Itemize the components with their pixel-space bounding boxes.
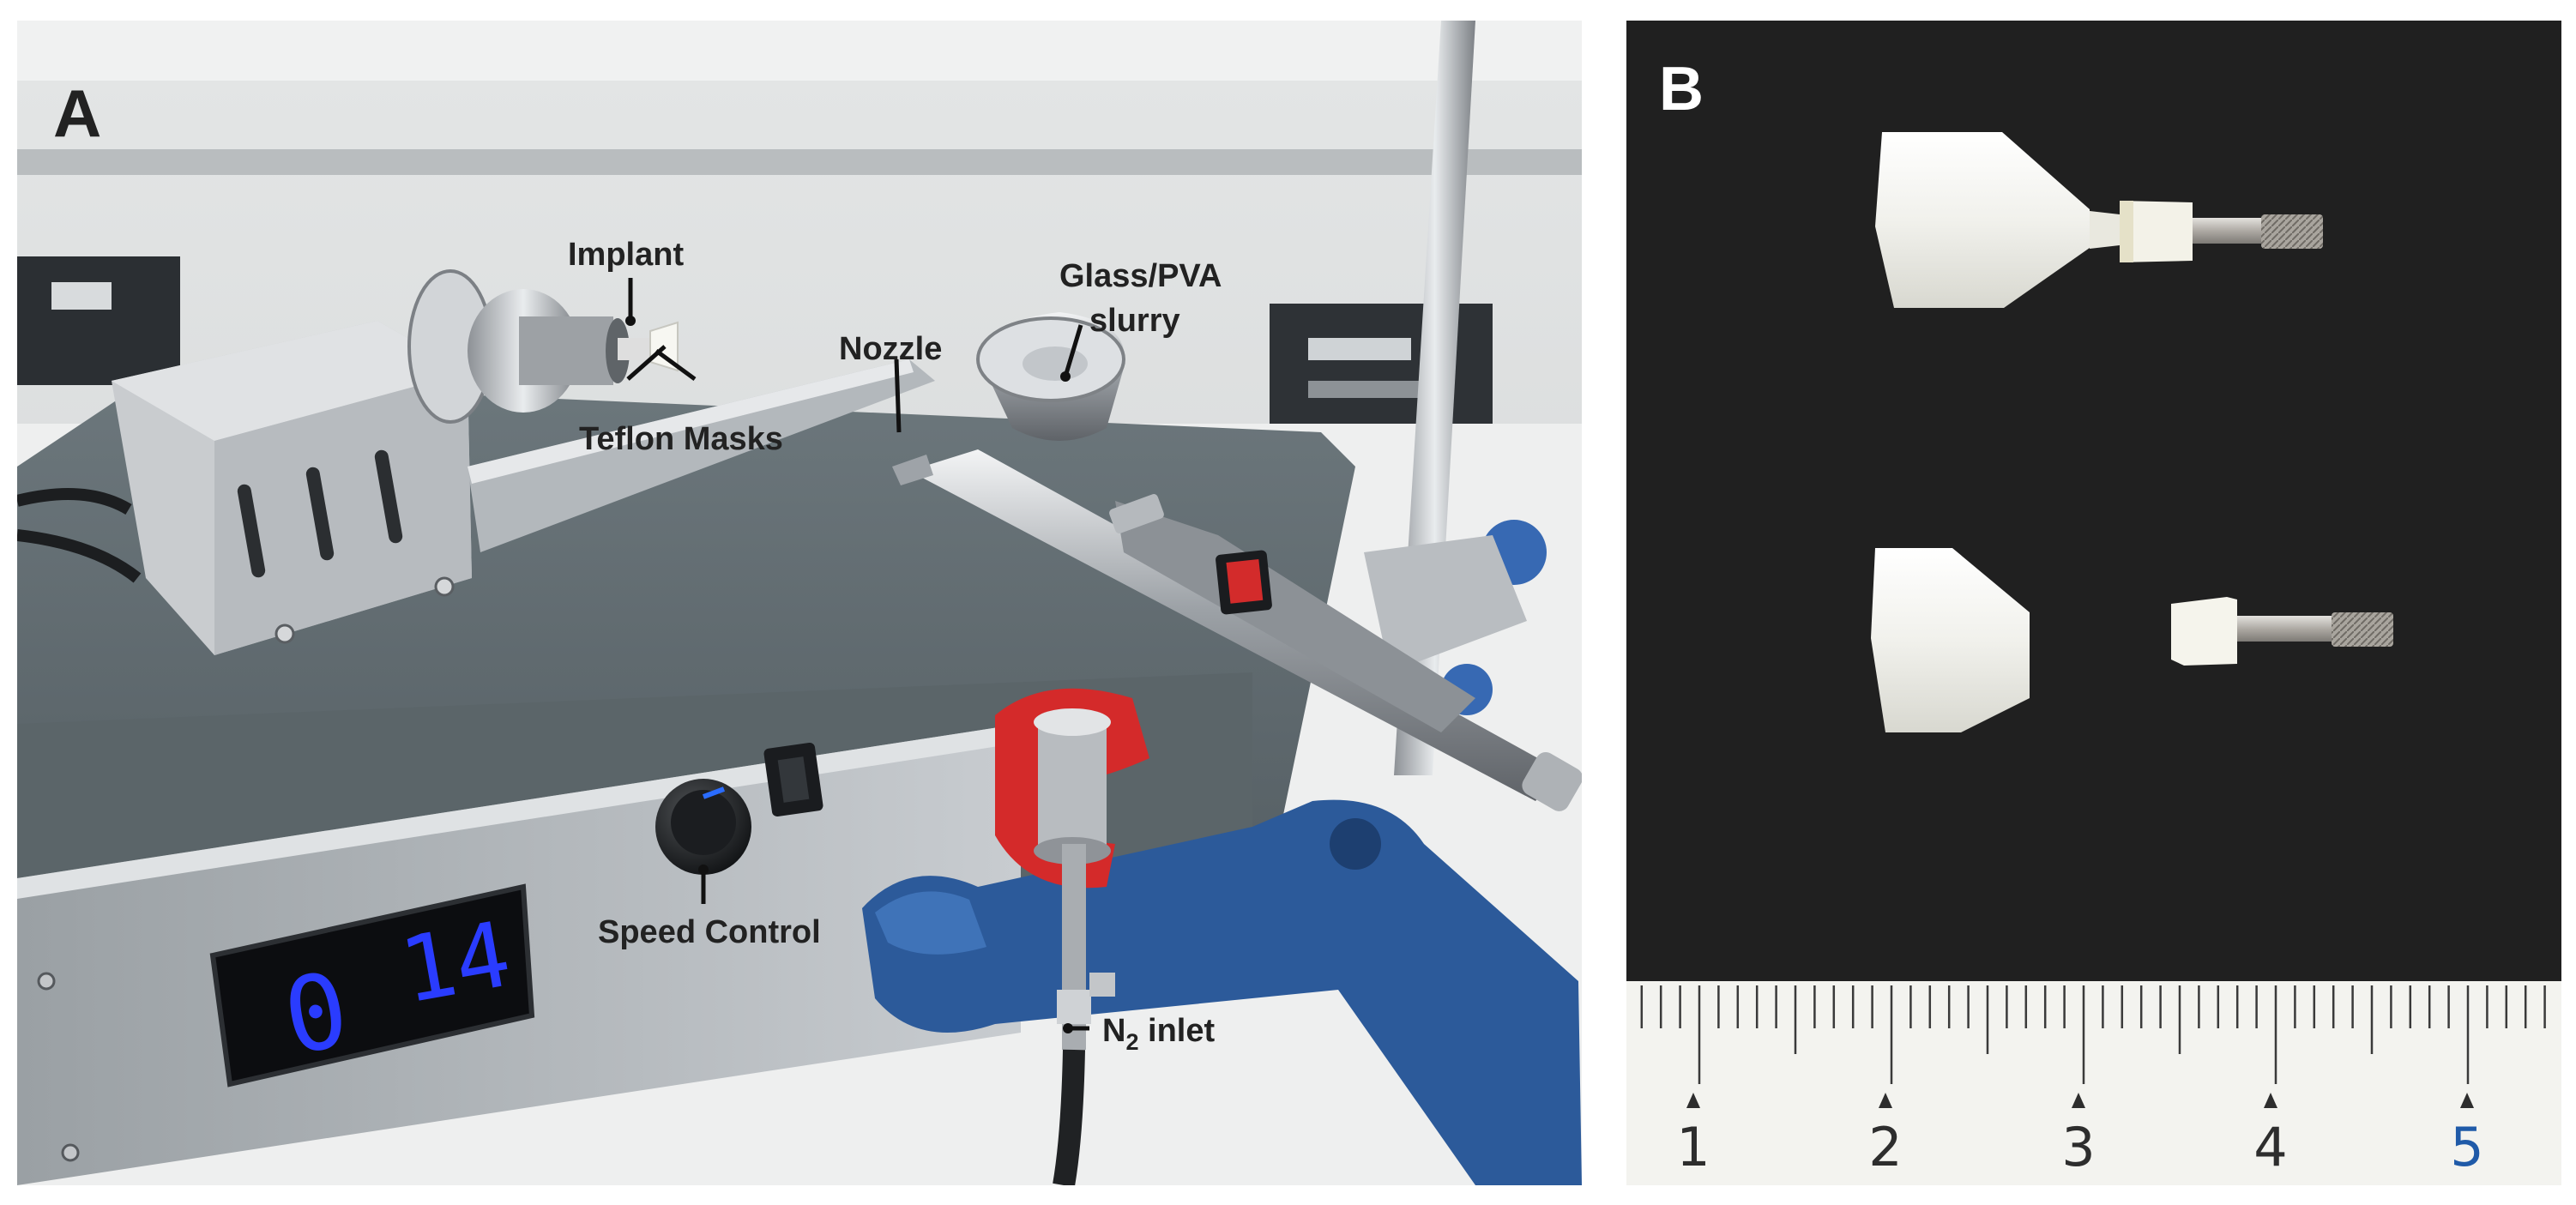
ruler-number: 3 <box>2061 1116 2095 1178</box>
lower-small-mask <box>2171 597 2237 666</box>
panel-b: 1 2 3 4 5 B <box>1626 21 2561 1185</box>
n2-subscript: 2 <box>1125 1029 1138 1055</box>
upper-large-mask <box>1875 132 2090 308</box>
annotation-implant: Implant <box>568 237 684 273</box>
annotation-slurry-line2: slurry <box>1089 303 1180 339</box>
n2-rest: inlet <box>1138 1013 1215 1049</box>
panel-b-label: B <box>1659 55 1704 124</box>
panel-a: 0 14 <box>17 21 1582 1185</box>
annotation-speed-control: Speed Control <box>598 914 821 950</box>
lower-implant-rod <box>2237 616 2332 642</box>
n2-main: N <box>1102 1013 1125 1049</box>
lower-large-mask <box>1871 548 2030 732</box>
ruler-marks <box>1686 1093 2474 1108</box>
ruler-number: 4 <box>2253 1116 2287 1178</box>
ruler-cm-mark <box>2072 1093 2085 1108</box>
annotation-n2-inlet: N2 inlet <box>1102 1013 1216 1055</box>
ruler-cm-mark <box>1879 1093 1892 1108</box>
ruler <box>1626 981 2561 1185</box>
panel-a-label: A <box>53 75 101 151</box>
ruler-cm-mark <box>1686 1093 1700 1108</box>
annotation-slurry-line1: Glass/PVA <box>1059 258 1222 294</box>
ruler-number: 2 <box>1868 1116 1902 1178</box>
annotation-lines <box>626 278 1089 1031</box>
ruler-numbers: 1 2 3 4 5 <box>1676 1116 2483 1178</box>
ruler-cm-mark <box>2460 1093 2474 1108</box>
upper-implant-rod <box>2193 218 2261 244</box>
ruler-number: 1 <box>1676 1116 1710 1178</box>
annotation-nozzle: Nozzle <box>839 331 942 367</box>
ruler-number: 5 <box>2450 1116 2483 1178</box>
ruler-ticks <box>1640 985 2546 1084</box>
panel-a-photo: 0 14 <box>17 21 1582 1185</box>
upper-small-mask <box>2120 201 2193 262</box>
annotation-teflon-masks: Teflon Masks <box>579 421 783 457</box>
ruler-cm-mark <box>2264 1093 2277 1108</box>
display-right-digits: 14 <box>393 902 518 1024</box>
panel-b-photo: 1 2 3 4 5 B <box>1626 21 2561 1185</box>
